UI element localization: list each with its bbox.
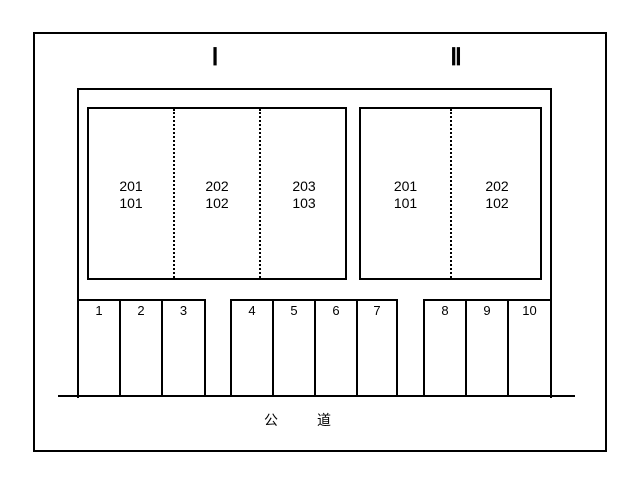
unit-upper-number: 203 [292,178,316,194]
parking-space-7: 7 [356,299,398,397]
unit-divider [259,109,261,278]
unit-lower-number: 103 [292,195,316,211]
parking-space-5: 5 [272,299,316,397]
parking-space-9: 9 [465,299,509,397]
building-1-label: Ⅰ [211,45,219,71]
unit-upper-number: 202 [485,178,509,194]
public-road-line [58,395,575,397]
parking-space-10: 10 [507,299,552,397]
unit-1-1: 201 101 [89,178,173,212]
unit-2-1: 201 101 [361,178,450,212]
unit-1-3: 203 103 [261,178,347,212]
parking-number: 9 [483,303,491,318]
site-plan-frame [33,32,607,452]
unit-lower-number: 101 [393,195,418,211]
parking-number: 10 [522,303,537,318]
parking-space-8: 8 [423,299,467,397]
unit-2-2: 202 102 [452,178,542,212]
building-1 [87,107,347,280]
unit-divider [450,109,452,278]
unit-1-2: 202 102 [175,178,259,212]
parking-number: 5 [290,303,298,318]
parking-number: 2 [137,303,145,318]
unit-upper-number: 202 [205,178,229,194]
parking-space-3: 3 [161,299,206,397]
parking-number: 7 [373,303,381,318]
public-road-label-char-2: 道 [317,413,331,429]
building-2-label: Ⅱ [450,45,462,71]
parking-number: 3 [179,303,188,318]
parking-number: 1 [95,303,103,318]
unit-divider [173,109,175,278]
site-lot-outline [77,88,552,398]
unit-upper-number: 201 [393,178,418,194]
parking-number: 6 [332,303,340,318]
parking-number: 8 [441,303,449,318]
parking-space-2: 2 [119,299,163,397]
parking-space-6: 6 [314,299,358,397]
parking-space-4: 4 [230,299,274,397]
parking-space-1: 1 [77,299,121,397]
public-road-label-char-1: 公 [264,413,278,429]
unit-lower-number: 102 [205,195,229,211]
parking-number: 4 [248,303,256,318]
unit-upper-number: 201 [119,178,143,194]
unit-lower-number: 102 [485,195,509,211]
unit-lower-number: 101 [119,195,143,211]
